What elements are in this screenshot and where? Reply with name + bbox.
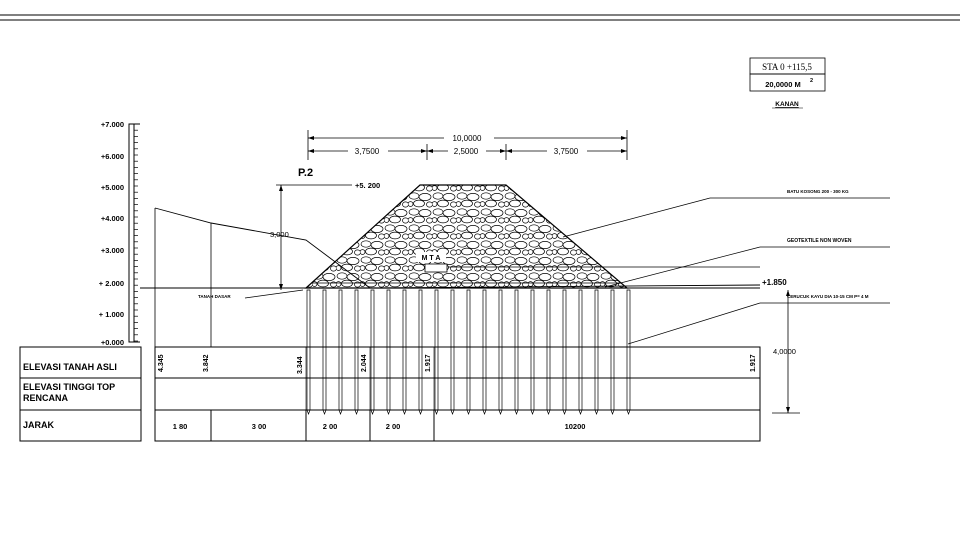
pile (610, 289, 615, 415)
pile (402, 289, 407, 415)
elev-value-5: 1.917 (425, 354, 432, 372)
profile-label: P.2 (298, 167, 313, 179)
row-label-elevasi-asli: ELEVASI TANAH ASLI (23, 362, 117, 372)
scale-label-7: +7.000 (101, 120, 124, 129)
row-label-jarak: JARAK (23, 420, 55, 430)
pile (466, 289, 471, 415)
distance-4: 2 00 (386, 422, 401, 431)
elev-value-2: 3.842 (203, 354, 210, 372)
dim-total: 10,0000 (453, 134, 482, 143)
pile (594, 289, 599, 415)
dim-right: 3,7500 (554, 147, 579, 156)
label-tanah-dasar: TANAH DASAR (198, 294, 231, 299)
scale-label-1: + 1.000 (99, 310, 124, 319)
scale-label-4: +4.000 (101, 214, 124, 223)
elev-value-1: 4.345 (158, 354, 165, 372)
top-dimensions: 10,0000 3,7500 2,5000 3,7500 (307, 130, 628, 160)
rock-embankment (304, 184, 629, 289)
elevation-top: +5. 200 (355, 181, 380, 190)
pile (306, 289, 311, 415)
mta-label: M T A (422, 255, 441, 262)
dim-depth-right: 4,0000 (773, 347, 796, 356)
scale-label-6: +6.000 (101, 152, 124, 161)
elev-value-3: 3.344 (297, 356, 304, 374)
scale-label-0: +0.000 (101, 338, 124, 347)
mta-box (424, 263, 448, 273)
pile (626, 289, 631, 415)
profile-table: ELEVASI TANAH ASLI ELEVASI TINGGI TOP RE… (19, 346, 761, 442)
elevation-right: +1.850 (762, 278, 787, 287)
pile (370, 289, 375, 415)
pile (498, 289, 503, 415)
scale-label-2: + 2.000 (99, 279, 124, 288)
pile (418, 289, 423, 415)
scale-label-5: +5.000 (101, 183, 124, 192)
pile (354, 289, 359, 415)
station-label: STA 0 +115,5 (762, 62, 812, 72)
dim-height-left: 3,000 (270, 230, 289, 239)
dim-mid: 2,5000 (454, 147, 479, 156)
pile (514, 289, 519, 415)
pile (338, 289, 343, 415)
elev-value-4: 2.044 (361, 354, 368, 372)
distance-3: 2 00 (323, 422, 338, 431)
pile-group (306, 289, 631, 415)
callouts: BATU KOSONG 200 - 300 KG GEOTEXTILE NON … (198, 189, 890, 345)
pile (546, 289, 551, 415)
station-side: KANAN (775, 101, 799, 108)
pile (386, 289, 391, 415)
row-label-rencana: RENCANA (23, 393, 69, 403)
dim-left: 3,7500 (355, 147, 380, 156)
pile (434, 289, 439, 415)
depth-dimension: 4,0000 (772, 290, 800, 414)
pile (562, 289, 567, 415)
height-dimension: 3,000 (270, 184, 352, 290)
elev-value-6: 1.917 (750, 354, 757, 372)
scale-label-3: +3.000 (101, 246, 124, 255)
pile (578, 289, 583, 415)
elevation-scale: +7.000 +6.000 +5.000 +4.000 +3.000 + 2.0… (99, 120, 140, 347)
pile (482, 289, 487, 415)
distance-5: 10200 (565, 422, 586, 431)
label-batu-kosong: BATU KOSONG 200 - 300 KG (787, 189, 849, 194)
station-box: STA 0 +115,5 20,0000 M 2 KANAN (749, 57, 826, 109)
distance-1: 1 80 (173, 422, 188, 431)
station-area: 20,0000 M (765, 80, 800, 89)
pile (322, 289, 327, 415)
label-cerucuk: CERUCUK KAYU DIA 10-15 CM P= 4 M (787, 294, 869, 299)
pile (530, 289, 535, 415)
row-label-elevasi-top: ELEVASI TINGGI TOP (23, 382, 115, 392)
pile (450, 289, 455, 415)
distance-2: 3 00 (252, 422, 267, 431)
label-geotextile: GEOTEXTILE NON WOVEN (787, 238, 852, 244)
station-area-superscript: 2 (810, 78, 813, 84)
